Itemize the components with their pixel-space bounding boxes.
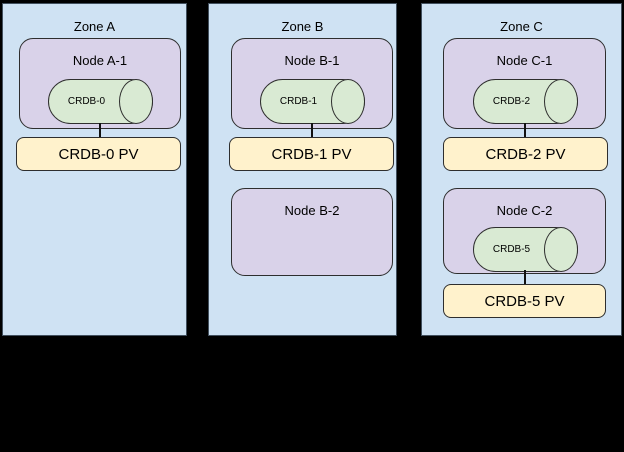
- pod-cylinder-crdb-5: CRDB-5: [473, 227, 578, 272]
- node-c-1: Node C-1 CRDB-2: [443, 38, 606, 129]
- cylinder-cap-icon: [544, 79, 578, 124]
- node-b-1-label: Node B-1: [284, 53, 340, 68]
- node-a-1: Node A-1 CRDB-0: [19, 38, 181, 129]
- node-c-2: Node C-2 CRDB-5: [443, 188, 606, 274]
- node-c-2-label: Node C-2: [496, 203, 553, 218]
- zone-a-panel: Zone A Node A-1 CRDB-0 CRDB-0 PV: [2, 3, 187, 336]
- pod-cylinder-crdb-2: CRDB-2: [473, 79, 578, 124]
- pv-crdb-2-label: CRDB-2 PV: [485, 145, 566, 163]
- node-b-2: Node B-2: [231, 188, 393, 276]
- pv-crdb-1: CRDB-1 PV: [229, 137, 394, 171]
- cylinder-cap-icon: [119, 79, 153, 124]
- pv-crdb-2: CRDB-2 PV: [443, 137, 608, 171]
- pv-crdb-5-label: CRDB-5 PV: [484, 292, 565, 310]
- pv-crdb-1-label: CRDB-1 PV: [271, 145, 352, 163]
- pod-cylinder-crdb-1: CRDB-1: [260, 79, 365, 124]
- node-a-1-label: Node A-1: [72, 53, 128, 68]
- zone-b-title: Zone B: [281, 19, 324, 34]
- pod-crdb-2-label: CRDB-2: [492, 96, 531, 107]
- pod-to-pv-connector: [99, 123, 101, 137]
- pod-to-pv-connector: [524, 123, 526, 137]
- node-b-2-label: Node B-2: [284, 203, 340, 218]
- pod-to-pv-connector: [524, 270, 526, 284]
- pv-crdb-5: CRDB-5 PV: [443, 284, 606, 318]
- cylinder-cap-icon: [331, 79, 365, 124]
- pv-crdb-0: CRDB-0 PV: [16, 137, 181, 171]
- pod-cylinder-crdb-0: CRDB-0: [48, 79, 153, 124]
- pv-crdb-0-label: CRDB-0 PV: [58, 145, 139, 163]
- pod-crdb-0-label: CRDB-0: [67, 96, 106, 107]
- zone-a-title: Zone A: [73, 19, 116, 34]
- zone-c-title: Zone C: [500, 19, 543, 34]
- node-c-1-label: Node C-1: [496, 53, 553, 68]
- pod-to-pv-connector: [311, 123, 313, 137]
- pod-crdb-1-label: CRDB-1: [279, 96, 318, 107]
- zone-b-panel: Zone B Node B-1 CRDB-1 CRDB-1 PV Node B-…: [208, 3, 397, 336]
- pod-crdb-5-label: CRDB-5: [492, 244, 531, 255]
- zone-c-panel: Zone C Node C-1 CRDB-2 CRDB-2 PV Node C-…: [421, 3, 622, 336]
- node-b-1: Node B-1 CRDB-1: [231, 38, 393, 129]
- cylinder-cap-icon: [544, 227, 578, 272]
